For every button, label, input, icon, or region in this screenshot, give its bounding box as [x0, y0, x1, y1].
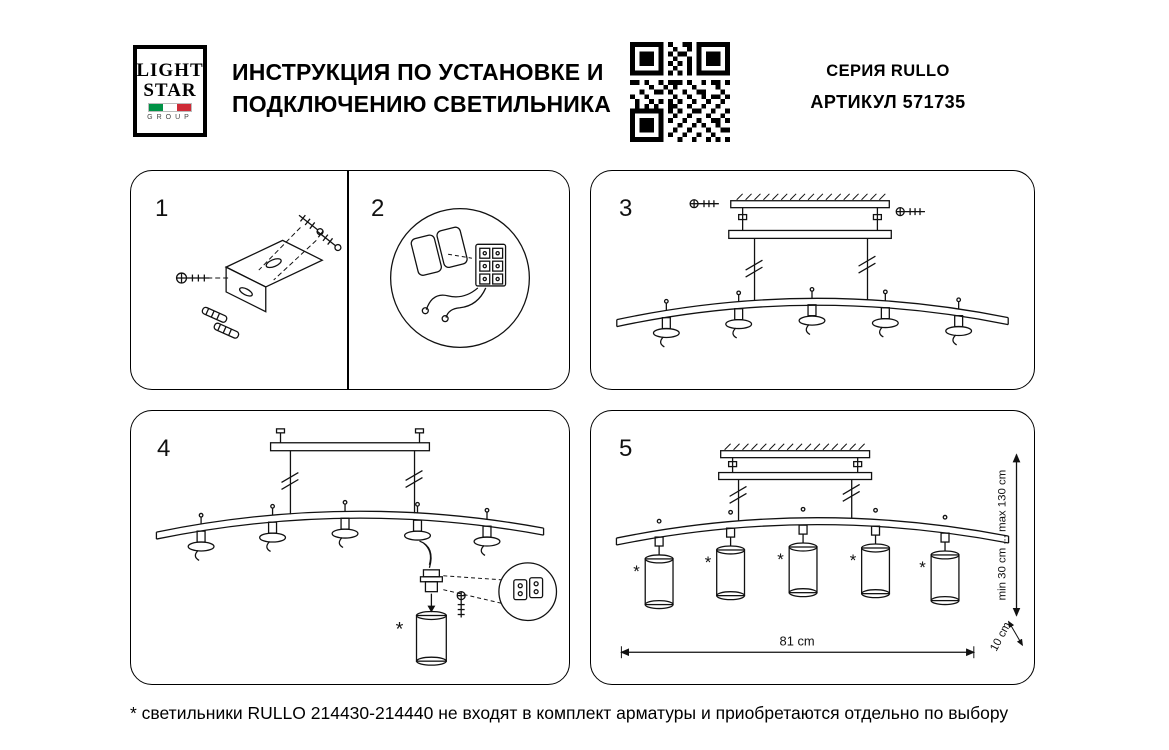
- lamp-holders: [187, 499, 501, 561]
- canopy-plate: [718, 457, 873, 481]
- panel-step-3: 3: [590, 170, 1035, 390]
- lamp-socket-assembly: [419, 540, 443, 613]
- step-2-number: 2: [371, 195, 385, 222]
- asterisk-marker: *: [850, 551, 857, 570]
- logo-word-star: STAR: [143, 79, 197, 101]
- panel-step-5: 5: [590, 410, 1035, 685]
- step-1-bracket-drawing: [175, 214, 342, 339]
- step-5-number: 5: [619, 435, 633, 462]
- width-dimension-label: 81 cm: [780, 633, 815, 648]
- step-3-ceiling-mount-drawing: [616, 193, 1009, 348]
- height-dimension-label: min 30 cm ... max 130 cm: [997, 470, 1009, 601]
- mounting-screw-left: [689, 199, 719, 209]
- wiring-detail: [389, 208, 531, 349]
- dimension-offset: [1008, 620, 1023, 647]
- wires: [421, 287, 487, 323]
- mounting-screw-right: [895, 207, 925, 217]
- canopy-plate: [728, 207, 892, 240]
- asterisk-marker: *: [396, 618, 404, 640]
- offset-dimension-label: 10 cm: [988, 620, 1013, 653]
- asterisk-marker: *: [705, 553, 712, 572]
- lamp-holders: [652, 286, 973, 348]
- shade-screw: [456, 591, 466, 618]
- wall-anchors: [201, 306, 240, 339]
- mounting-screws: [175, 214, 342, 284]
- title-line-1: ИНСТРУКЦИЯ ПО УСТАНОВКЕ И: [232, 59, 604, 85]
- step-5-final-fixture-drawing: * * * * * 81 cm min 30 cm ... max 130 cm…: [615, 443, 1023, 659]
- step-1-number: 1: [155, 195, 169, 222]
- detail-circle: [389, 208, 531, 349]
- step-4-number: 4: [157, 435, 171, 462]
- curved-rail: [616, 297, 1009, 328]
- logo-word-group: GROUP: [147, 114, 193, 122]
- suspension-rods: [745, 238, 876, 301]
- lamp-shades: [644, 506, 960, 610]
- italian-flag-icon: [148, 103, 192, 113]
- series-label: СЕРИЯ RULLO: [826, 62, 950, 80]
- asterisk-marker: *: [919, 558, 926, 577]
- title-line-2: ПОДКЛЮЧЕНИЮ СВЕТИЛЬНИКА: [232, 91, 612, 118]
- terminal-block: [475, 243, 507, 287]
- suspension-rods: [281, 450, 423, 515]
- article-number: АРТИКУЛ 571735: [810, 92, 966, 112]
- panel-steps-1-2: 1 2: [130, 170, 570, 390]
- step-3-number: 3: [619, 195, 633, 222]
- ceiling-bar: [730, 193, 890, 209]
- asterisk-markers: * * * * *: [633, 550, 926, 581]
- panel-divider: [347, 171, 349, 389]
- product-info: СЕРИЯ RULLO АРТИКУЛ 571735: [768, 62, 1008, 113]
- step-4-lamp-assembly-drawing: *: [155, 428, 558, 666]
- page-title: ИНСТРУКЦИЯ ПО УСТАНОВКЕ И ПОДКЛЮЧЕНИЮ СВ…: [232, 56, 611, 120]
- panel-step-4: 4: [130, 410, 570, 685]
- dimension-width: [620, 646, 976, 659]
- logo-word-light: LIGHT: [136, 59, 204, 81]
- ceiling-bar: [720, 443, 871, 459]
- asterisk-marker: *: [777, 550, 784, 569]
- suspension-rods: [729, 479, 860, 522]
- asterisk-marker: *: [633, 562, 640, 581]
- curved-rail: [155, 510, 545, 540]
- lamp-shade: [415, 610, 447, 666]
- canopy-plate: [269, 428, 431, 452]
- step-2-wiring-drawing: [389, 208, 531, 349]
- qr-code-icon: [630, 42, 730, 142]
- footnote: * светильники RULLO 214430-214440 не вхо…: [130, 703, 1009, 723]
- lightstar-logo: LIGHT STAR GROUP: [133, 45, 207, 137]
- terminal-callout: [443, 562, 558, 622]
- curved-rail: [615, 517, 1010, 546]
- mounting-bracket: [183, 227, 324, 313]
